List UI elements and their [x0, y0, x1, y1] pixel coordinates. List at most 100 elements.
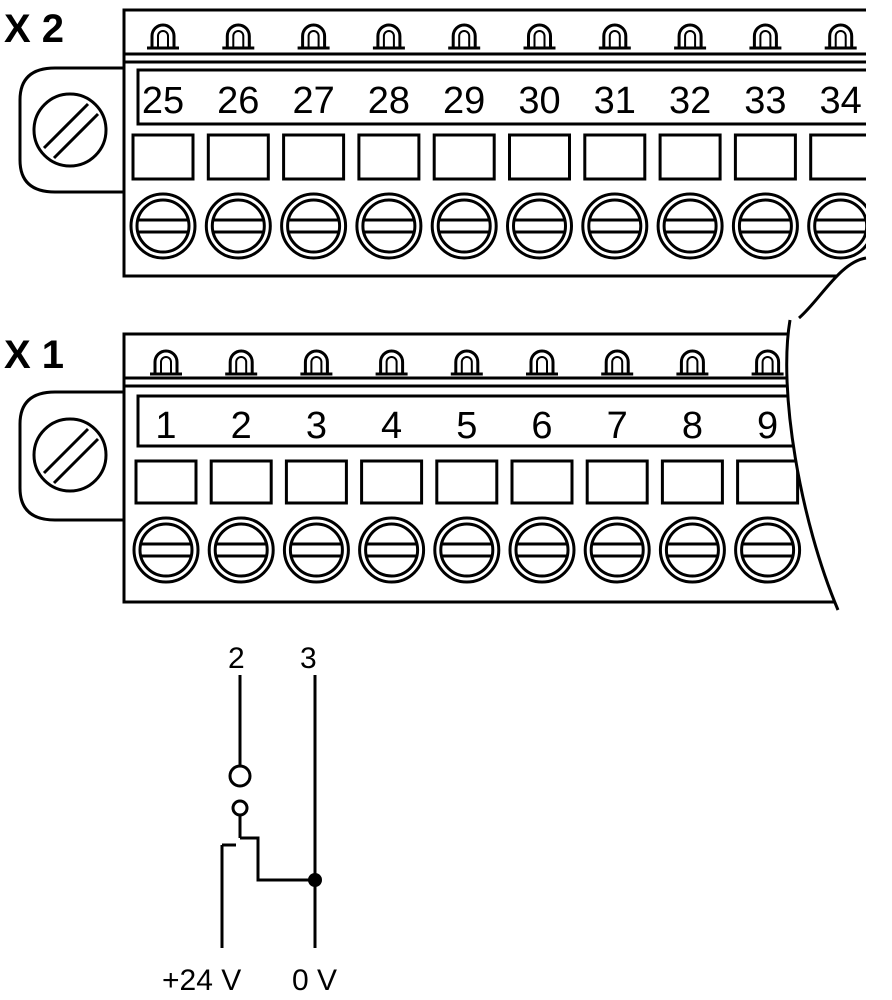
wire-clamp-icon: [752, 23, 778, 48]
terminal-number-label: 28: [368, 80, 410, 122]
terminal-screw-icon: [581, 192, 649, 260]
wire-clamp-icon: [679, 349, 705, 374]
test-window: [206, 133, 270, 181]
terminal-screw-icon: [506, 192, 573, 260]
terminal-screw-icon: [430, 192, 498, 260]
test-window: [435, 459, 499, 505]
terminal-screw-icon: [358, 516, 426, 584]
terminal-screw-icon: [207, 516, 275, 584]
wire-clamp-icon: [828, 23, 854, 48]
test-window: [282, 133, 346, 181]
test-window: [508, 133, 571, 181]
switch-contact-icon: [231, 799, 249, 817]
terminal-number-label: 3: [306, 405, 327, 447]
wire-clamp-icon: [527, 23, 552, 48]
test-window: [809, 133, 866, 181]
terminal-number-label: 33: [744, 80, 786, 122]
wire-clamp-icon: [677, 23, 703, 48]
terminal-number-label: 9: [757, 405, 778, 447]
wire-clamp-icon: [376, 23, 402, 48]
break-line-x1: [785, 319, 840, 611]
switch-circuit: [220, 675, 317, 948]
mounting-screw-icon: [32, 92, 108, 168]
terminal-screw-icon: [734, 516, 802, 584]
test-window: [284, 459, 348, 505]
terminal-cell: 6: [508, 349, 576, 584]
terminal-cell: 2: [207, 349, 275, 584]
wire-label-terminal-3: 3: [300, 642, 317, 675]
switch-contact-icon: [228, 764, 252, 788]
mounting-foot-x1: [18, 390, 124, 522]
terminal-cell: 4: [358, 349, 426, 584]
terminal-screw-icon: [508, 516, 576, 584]
test-window: [134, 459, 198, 505]
terminal-cell: 26: [204, 23, 272, 260]
wire-clamp-icon: [301, 23, 327, 48]
break-line-x2: [798, 256, 867, 320]
test-window: [733, 133, 797, 181]
terminal-cell: 5: [433, 349, 501, 584]
test-window: [510, 459, 574, 505]
wire-clamp-icon: [150, 23, 176, 48]
terminal-screw-icon: [204, 192, 272, 260]
terminal-number-label: 25: [142, 80, 184, 122]
terminal-number-label: 27: [292, 80, 334, 122]
terminal-number-label: 29: [443, 80, 485, 122]
wire-clamp-icon: [303, 349, 329, 374]
terminal-number-label: 2: [231, 405, 252, 447]
terminal-screw-icon: [355, 192, 423, 260]
block-label-x1: X 1: [4, 333, 64, 377]
terminal-cell: 31: [581, 23, 649, 260]
test-window: [658, 133, 722, 181]
terminal-number-label: 32: [669, 80, 711, 122]
terminal-cell: 28: [355, 23, 423, 260]
wire-common: [240, 836, 315, 882]
terminal-cell: 33: [731, 23, 799, 260]
test-window: [432, 133, 496, 181]
wire-clamp-icon: [379, 349, 405, 374]
junction-dot-icon: [308, 873, 322, 887]
test-window: [209, 459, 273, 505]
test-window: [660, 459, 724, 505]
terminal-screw-icon: [658, 516, 726, 584]
wire-label-terminal-2: 2: [228, 642, 245, 675]
terminal-cell: 30: [506, 23, 573, 260]
wire-clamp-icon: [153, 349, 179, 374]
terminal-number-label: 6: [531, 405, 552, 447]
terminal-cell: 29: [430, 23, 498, 260]
terminal-strip-x2: 25 26 27 28 29 30 31 32 33 34: [122, 8, 866, 278]
terminal-screw-icon: [731, 192, 799, 260]
terminal-number-label: 34: [820, 80, 862, 122]
terminal-screw-icon: [807, 192, 866, 260]
terminal-screw-icon: [280, 192, 348, 260]
wire-clamp-icon: [602, 23, 628, 48]
test-window: [357, 133, 421, 181]
test-window: [131, 133, 195, 181]
terminal-cell: 32: [656, 23, 724, 260]
test-window: [736, 459, 800, 505]
terminal-cell: 3: [282, 349, 350, 584]
mounting-foot-x2: [18, 66, 124, 194]
terminal-cell: 8: [658, 349, 726, 584]
terminal-number-label: 26: [217, 80, 259, 122]
terminal-cell: 27: [280, 23, 348, 260]
wire-clamp-icon: [451, 23, 477, 48]
terminal-number-label: 4: [381, 405, 402, 447]
terminal-number-label: 31: [594, 80, 636, 122]
block-label-x2: X 2: [4, 7, 64, 51]
terminal-cell: 7: [583, 349, 651, 584]
terminal-cell: 25: [129, 23, 197, 260]
terminal-number-strip: [136, 68, 866, 126]
terminal-number-label: 5: [456, 405, 477, 447]
terminal-screw-icon: [433, 516, 501, 584]
test-window: [360, 459, 424, 505]
supply-label-24v: +24 V: [162, 964, 241, 997]
terminal-screw-icon: [282, 516, 350, 584]
wire-clamp-icon: [529, 349, 555, 374]
terminal-cell: 1: [132, 349, 200, 584]
mounting-screw-icon: [32, 417, 108, 493]
wire-clamp-icon: [454, 349, 480, 374]
test-window: [583, 133, 647, 181]
